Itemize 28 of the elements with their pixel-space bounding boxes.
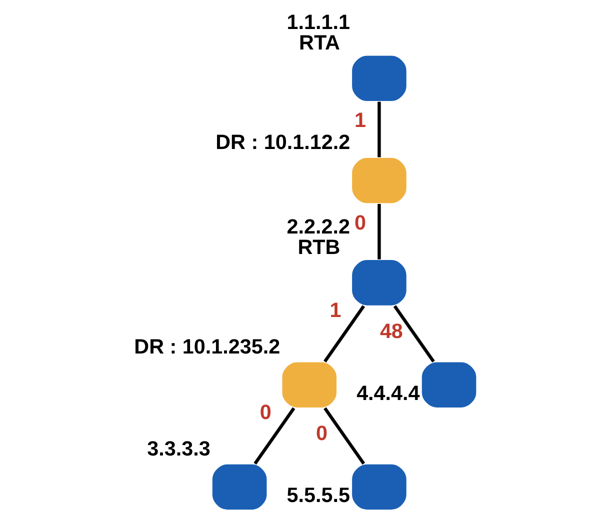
- node-box: [350, 258, 408, 307]
- edge-label: 48: [379, 320, 402, 344]
- edge-label: 0: [354, 211, 366, 234]
- edge-label: 1: [354, 109, 366, 132]
- node-box: [350, 463, 408, 511]
- node-label: 5.5.5.5: [286, 484, 350, 508]
- node-label: 1.1.1.1: [286, 10, 350, 34]
- connector: [253, 407, 295, 465]
- connector: [323, 407, 365, 465]
- connector: [377, 102, 380, 158]
- node-label: RTB: [297, 236, 340, 259]
- connector: [392, 305, 434, 362]
- node-label: RTA: [298, 32, 340, 55]
- connector: [323, 305, 365, 362]
- edge-label: 0: [315, 422, 327, 446]
- node-label: 3.3.3.3: [146, 438, 210, 461]
- node-label: DR : 10.1.235.2: [134, 336, 280, 359]
- node-box: [420, 360, 477, 409]
- node-label: 2.2.2.2: [286, 215, 350, 238]
- node-label: 4.4.4.4: [356, 382, 420, 406]
- edge-label: 1: [329, 299, 341, 322]
- node-box: [350, 156, 408, 204]
- node-box: [210, 463, 268, 511]
- edge-label: 0: [259, 401, 271, 424]
- node-label: DR : 10.1.12.2: [215, 131, 350, 154]
- node-box: [350, 54, 408, 102]
- node-box: [280, 360, 338, 409]
- connector: [377, 204, 380, 260]
